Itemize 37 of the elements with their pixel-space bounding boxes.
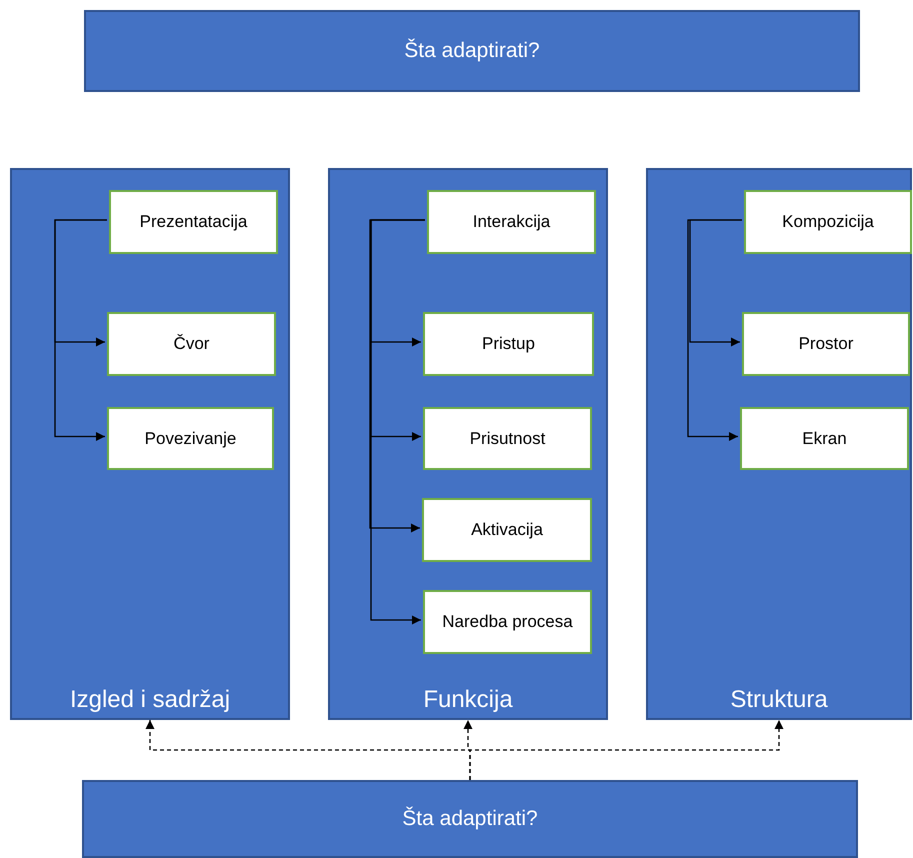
arrow — [54, 219, 107, 441]
process-box — [427, 190, 596, 254]
group-title: Struktura — [730, 686, 828, 714]
process-box — [740, 407, 909, 470]
group-panel — [10, 168, 290, 720]
dashed-arrow — [469, 720, 784, 780]
process-box — [107, 407, 274, 470]
group-title: Funkcija — [423, 686, 513, 714]
node-label: Kompozicija — [782, 212, 874, 232]
process-box — [109, 190, 278, 254]
group-title: Izgled i sadržaj — [70, 686, 230, 714]
node-label: Šta adaptirati? — [404, 39, 540, 63]
process-box — [107, 312, 276, 376]
process-box — [423, 590, 592, 654]
node-label: Prostor — [798, 334, 854, 354]
process-box — [82, 780, 858, 858]
node-label: Čvor — [174, 334, 210, 354]
node-label: Interakcija — [472, 212, 550, 232]
group-panel — [328, 168, 608, 720]
arrow — [687, 219, 742, 441]
process-box — [84, 10, 860, 92]
node-label: Povezivanje — [144, 428, 236, 448]
process-box — [742, 312, 910, 376]
node-label: Prezentatacija — [140, 212, 248, 232]
process-box — [423, 407, 592, 470]
arrow — [370, 219, 425, 624]
node-label: Pristup — [482, 334, 535, 354]
node-label: Aktivacija — [471, 520, 543, 540]
process-box — [744, 190, 912, 254]
arrow — [689, 219, 742, 346]
process-box — [423, 312, 594, 376]
group-panel — [646, 168, 912, 720]
node-label: Šta adaptirati? — [402, 807, 538, 831]
node-label: Prisutnost — [470, 428, 546, 448]
node-label: Ekran — [802, 428, 847, 448]
node-label: Naredba procesa — [442, 612, 573, 632]
process-box — [422, 498, 592, 562]
